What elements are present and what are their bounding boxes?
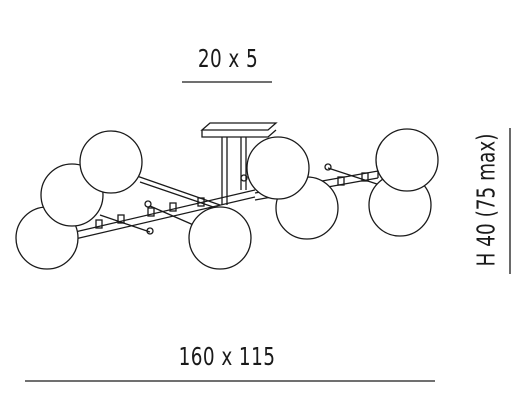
globe	[246, 136, 310, 200]
joint	[147, 207, 155, 217]
footprint-dimension: 160 x 115	[178, 342, 276, 371]
arm-rod-2	[139, 181, 223, 211]
joint	[95, 219, 103, 229]
canopy-plate	[200, 122, 278, 138]
socket-cap	[144, 200, 152, 208]
globe	[79, 130, 143, 194]
joint	[169, 202, 177, 212]
socket-cap	[324, 163, 332, 171]
joint	[337, 176, 345, 186]
canopy-dimension: 20 x 5	[197, 44, 259, 73]
joint	[117, 214, 125, 224]
socket-cap	[146, 227, 154, 235]
joint	[361, 172, 369, 182]
globe	[375, 128, 439, 192]
arm-rod-1	[133, 174, 221, 206]
height-dimension: H 40 (75 max)	[471, 133, 501, 267]
joint	[197, 197, 205, 207]
arm-rod-6	[327, 167, 381, 186]
globe	[188, 206, 252, 270]
arm-rod-3	[99, 214, 151, 233]
socket-cap	[240, 174, 248, 182]
